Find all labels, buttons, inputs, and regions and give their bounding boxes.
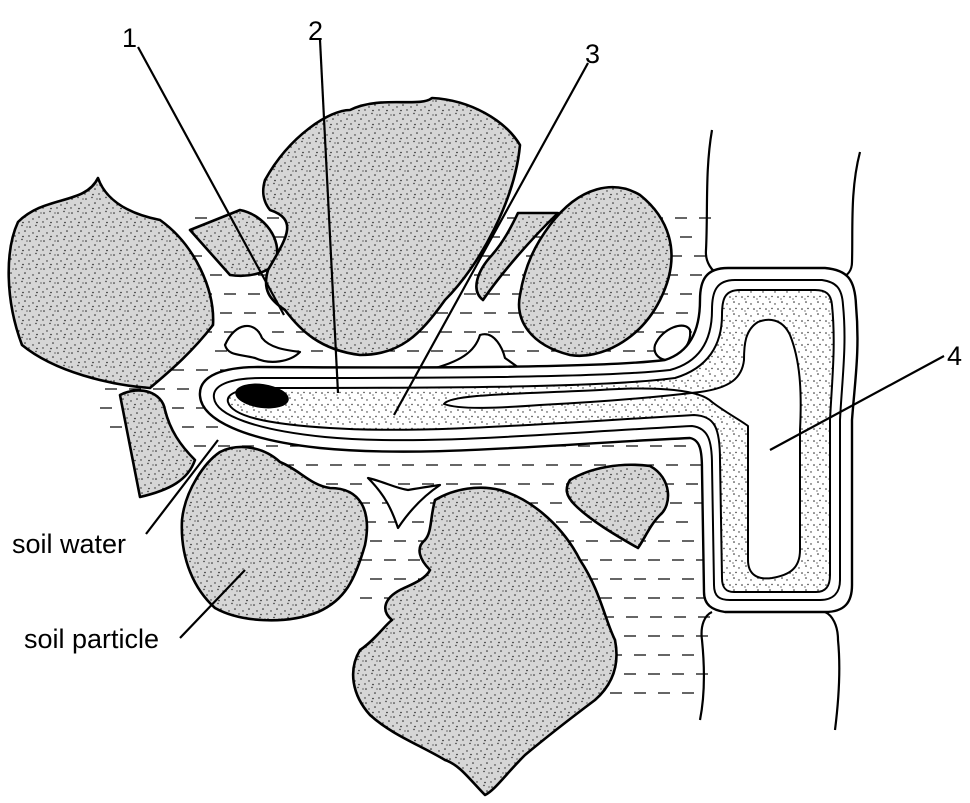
- label-soil-water: soil water: [12, 529, 126, 559]
- soil-particle-small-left: [120, 390, 195, 497]
- label-2: 2: [308, 16, 323, 46]
- label-4: 4: [947, 341, 962, 371]
- cell-wall-left-upper: [706, 130, 720, 275]
- cell-wall-right-lower: [825, 612, 839, 730]
- cell-wall-left-lower: [700, 612, 712, 720]
- soil-particle-upper-fragment: [190, 210, 277, 276]
- air-space: [368, 478, 440, 528]
- air-space: [225, 326, 300, 362]
- soil-particle-small-right: [567, 465, 668, 548]
- soil-particle-left: [9, 178, 213, 388]
- cell-wall-right-upper: [840, 152, 860, 278]
- label-soil-particle: soil particle: [24, 624, 159, 654]
- label-1: 1: [122, 23, 137, 53]
- soil-particle-bottom-large: [353, 488, 616, 795]
- soil-particle-top-large: [263, 98, 520, 355]
- soil-particle-bottom-left: [182, 447, 367, 620]
- label-3: 3: [585, 39, 600, 69]
